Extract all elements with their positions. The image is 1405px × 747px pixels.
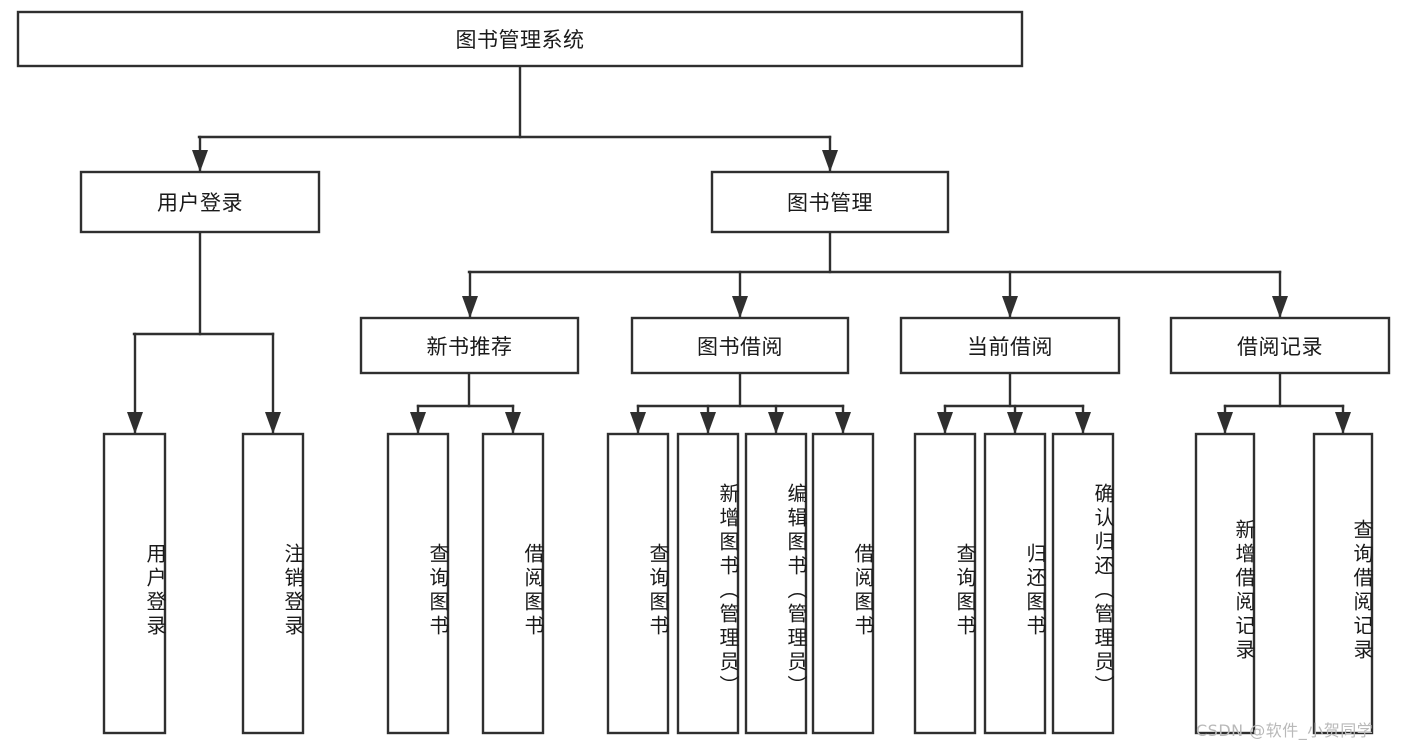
edges-layer [127,64,1351,436]
arrow-head-icon [462,296,478,318]
node-box-current-borrow[interactable] [899,316,1121,375]
node-box-leaf-logout[interactable] [241,432,305,735]
arrow-head-icon [1335,412,1351,434]
node-box-leaf-edit-book[interactable] [744,432,808,735]
node-box-new-book-rec[interactable] [359,316,580,375]
node-box-leaf-return-book[interactable] [983,432,1047,735]
arrow-head-icon [630,412,646,434]
arrow-head-icon [1002,296,1018,318]
arrow-head-icon [505,412,521,434]
node-box-leaf-confirm-return[interactable] [1051,432,1115,735]
arrow-head-icon [1272,296,1288,318]
node-box-leaf-borrow-book-2[interactable] [811,432,875,735]
node-box-borrow-record[interactable] [1169,316,1391,375]
node-box-user-login[interactable] [79,170,321,234]
arrow-head-icon [265,412,281,434]
node-box-leaf-query-book-1[interactable] [386,432,450,735]
arrow-head-icon [768,412,784,434]
arrow-head-icon [1075,412,1091,434]
node-box-leaf-query-record[interactable] [1312,432,1374,735]
arrow-head-icon [732,296,748,318]
arrow-head-icon [127,412,143,434]
arrow-head-icon [700,412,716,434]
arrow-head-icon [822,150,838,172]
arrow-head-icon [1007,412,1023,434]
node-box-leaf-add-book[interactable] [676,432,740,735]
node-box-leaf-query-book-2[interactable] [606,432,670,735]
node-box-leaf-add-record[interactable] [1194,432,1256,735]
arrow-head-icon [410,412,426,434]
node-box-root[interactable] [16,10,1024,68]
node-box-book-borrow[interactable] [630,316,850,375]
boxes-layer [16,10,1391,735]
node-box-book-manage[interactable] [710,170,950,234]
arrow-head-icon [1217,412,1233,434]
node-box-leaf-borrow-book-1[interactable] [481,432,545,735]
watermark-text: CSDN @软件_小贺同学 [1196,721,1374,740]
node-box-leaf-query-book-3[interactable] [913,432,977,735]
node-box-leaf-user-login[interactable] [102,432,167,735]
arrow-head-icon [192,150,208,172]
arrow-head-icon [937,412,953,434]
arrow-head-icon [835,412,851,434]
